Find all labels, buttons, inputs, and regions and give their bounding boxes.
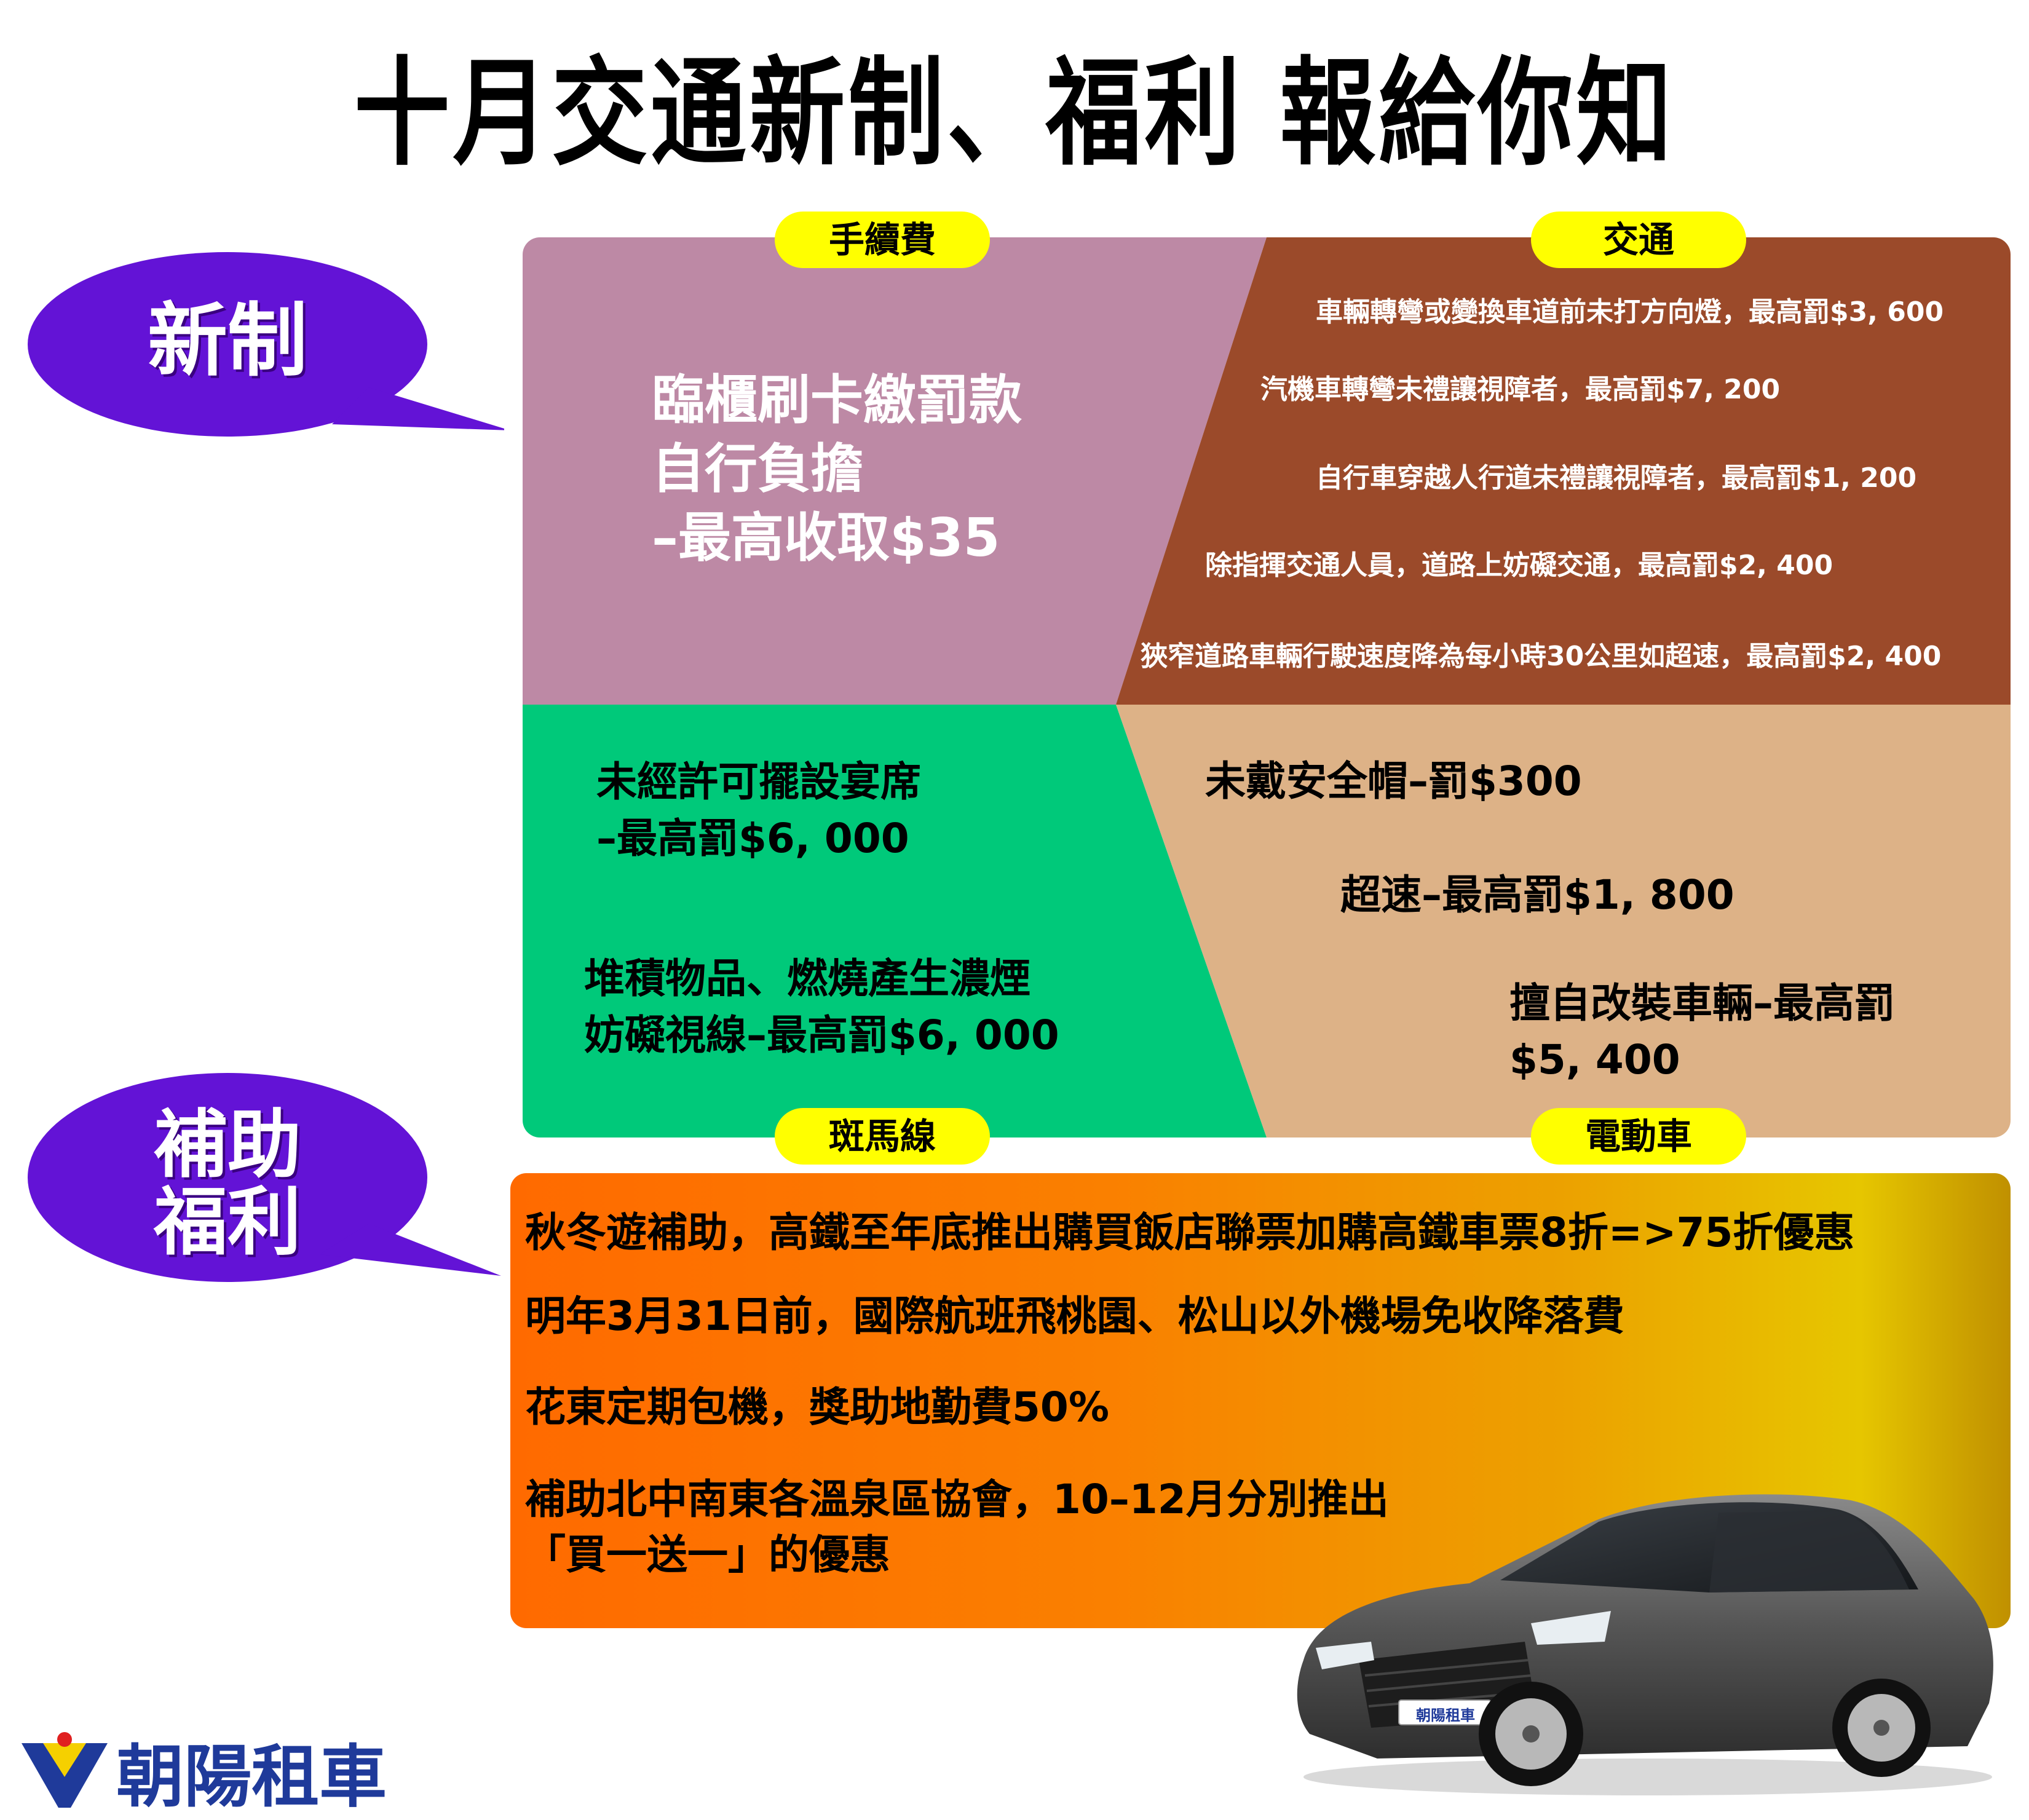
traffic-item: 除指揮交通人員，道路上妨礙交通，最高罰$2, 400 bbox=[1205, 550, 1833, 581]
ev-item-2: 超速–最高罰$1, 800 bbox=[1340, 871, 1734, 919]
rules-grid-background bbox=[523, 237, 2011, 1138]
crosswalk-item-2: 堆積物品、燃燒產生濃煙 妨礙視線–最高罰$6, 000 bbox=[584, 951, 1059, 1064]
benefit-item: 秋冬遊補助，高鐵至年底推出購買飯店聯票加購高鐵車票8折=>75折優惠 bbox=[525, 1209, 1855, 1256]
speech-bubble-shape bbox=[28, 1073, 501, 1282]
traffic-panel-bg bbox=[1116, 237, 2011, 705]
benefit-item: 花東定期包機，獎助地勤費50% bbox=[525, 1383, 1109, 1431]
subsidy-label-line1: 補助 bbox=[154, 1102, 301, 1188]
new-rules-label: 新制 bbox=[147, 294, 307, 387]
category-pill-traffic: 交通 bbox=[1531, 212, 1746, 268]
traffic-item: 狹窄道路車輛行駛速度降為每小時30公里如超速，最高罰$2, 400 bbox=[1141, 641, 1942, 672]
crosswalk-item-1: 未經許可擺設宴席 –最高罰$6, 000 bbox=[596, 754, 921, 868]
traffic-item: 汽機車轉彎未禮讓視障者，最高罰$7, 200 bbox=[1260, 374, 1781, 405]
car-illustration bbox=[1297, 1494, 1993, 1795]
crosswalk-item-1-line2: –最高罰$6, 000 bbox=[596, 815, 909, 863]
fee-panel-bg bbox=[523, 237, 1267, 705]
crosswalk-item-1-line1: 未經許可擺設宴席 bbox=[596, 758, 921, 805]
benefits-panel: 秋冬遊補助，高鐵至年底推出購買飯店聯票加購高鐵車票8折=>75折優惠 明年3月3… bbox=[510, 1173, 2011, 1628]
benefit-item: 「買一送一」的優惠 bbox=[525, 1531, 890, 1578]
page-title: 十月交通新制、福利 報給你知 bbox=[354, 46, 1675, 181]
benefit-item: 補助北中南東各溫泉區協會，10–12月分別推出 bbox=[525, 1476, 1389, 1523]
category-pill-ev: 電動車 bbox=[1531, 1108, 1746, 1165]
ev-panel-bg bbox=[1116, 705, 2011, 1138]
benefit-item: 明年3月31日前，國際航班飛桃園、松山以外機場免收降落費 bbox=[525, 1292, 1624, 1340]
subsidy-bubble: 補助 福利 bbox=[25, 1070, 504, 1291]
rules-grid: 臨櫃刷卡繳罰款 自行負擔 –最高收取$35 車輛轉彎或變換車道前未打方向燈，最高… bbox=[523, 237, 2011, 1138]
speech-bubble-shape bbox=[28, 252, 504, 437]
ev-item-3-line2: $5, 400 bbox=[1509, 1036, 1680, 1084]
brand-logo-icon bbox=[22, 1732, 108, 1808]
brand-name: 朝陽租車 bbox=[116, 1738, 387, 1816]
fee-line3: –最高收取$35 bbox=[652, 507, 1000, 569]
traffic-item: 車輛轉彎或變換車道前未打方向燈，最高罰$3, 600 bbox=[1316, 296, 1944, 328]
new-rules-bubble: 新制 bbox=[25, 246, 504, 455]
crosswalk-item-2-line2: 妨礙視線–最高罰$6, 000 bbox=[584, 1011, 1059, 1059]
category-pill-crosswalk: 斑馬線 bbox=[775, 1108, 990, 1165]
ev-item-3: 擅自改裝車輛–最高罰 $5, 400 bbox=[1509, 975, 1895, 1089]
crosswalk-item-2-line1: 堆積物品、燃燒產生濃煙 bbox=[584, 955, 1030, 1002]
ev-item-3-line1: 擅自改裝車輛–最高罰 bbox=[1509, 979, 1895, 1027]
car-image: 朝陽租車 bbox=[1267, 1457, 2004, 1802]
ev-item-1: 未戴安全帽–罰$300 bbox=[1205, 758, 1582, 805]
car-license-plate: 朝陽租車 bbox=[1416, 1707, 1475, 1724]
brand-logo: 朝陽租車 bbox=[18, 1722, 387, 1820]
fee-panel-text: 臨櫃刷卡繳罰款 自行負擔 –最高收取$35 bbox=[652, 366, 1022, 572]
crosswalk-panel-bg bbox=[523, 705, 1267, 1138]
fee-line1: 臨櫃刷卡繳罰款 bbox=[652, 370, 1022, 431]
subsidy-label: 補助 福利 bbox=[49, 1107, 406, 1262]
fee-line2: 自行負擔 bbox=[652, 438, 863, 500]
subsidy-label-line2: 福利 bbox=[154, 1180, 301, 1265]
traffic-item: 自行車穿越人行道未禮讓視障者，最高罰$1, 200 bbox=[1316, 462, 1917, 494]
category-pill-fee: 手續費 bbox=[775, 212, 990, 268]
